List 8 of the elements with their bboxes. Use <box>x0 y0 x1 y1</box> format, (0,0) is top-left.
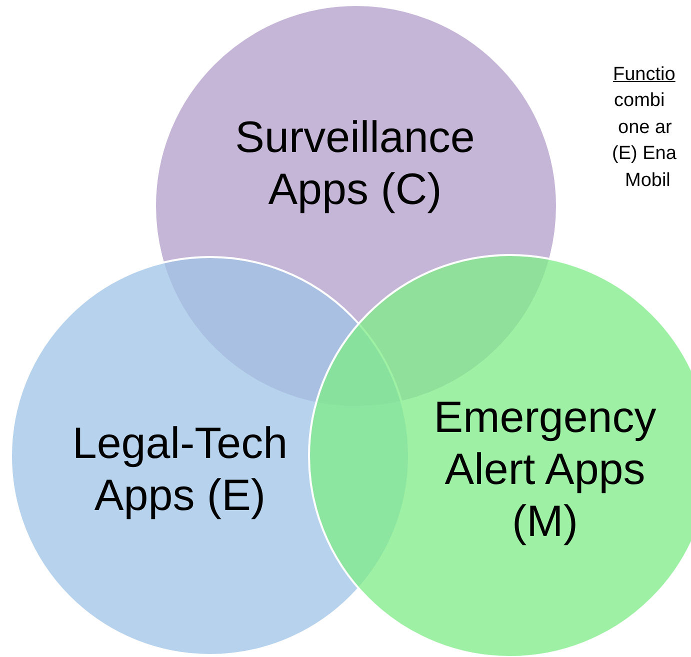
circle-label: Legal-Tech Apps (E) <box>71 418 289 522</box>
circle-label: Surveillance Apps (C) <box>234 112 476 216</box>
note-text: combi <box>614 89 665 113</box>
note-heading: Functio <box>613 63 676 87</box>
note-text: Mobil <box>625 169 670 193</box>
note-text: one ar <box>618 116 672 140</box>
note-text: (E) Ena <box>612 142 676 166</box>
circle-label: Emergency Alert Apps (M) <box>432 392 658 548</box>
